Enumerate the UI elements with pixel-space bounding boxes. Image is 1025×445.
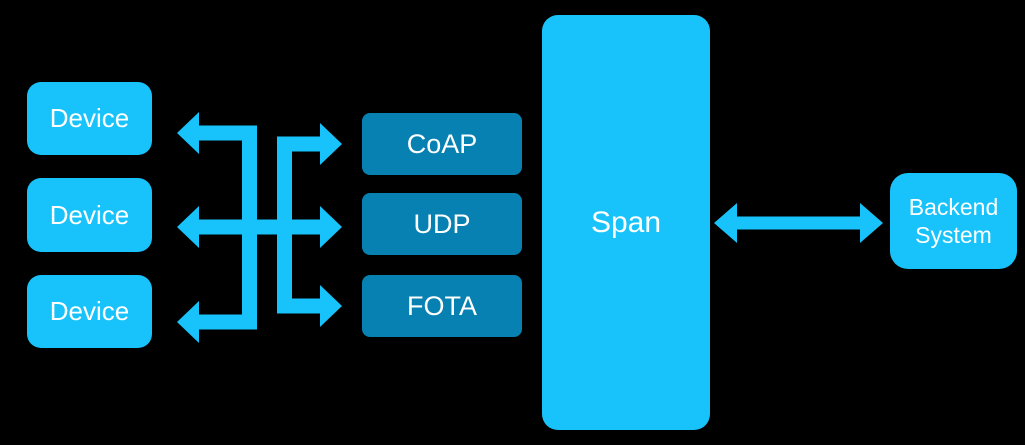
span-label: Span	[590, 205, 662, 239]
backend-system-label: Backend System	[908, 194, 999, 248]
protocol-label: UDP	[413, 208, 471, 239]
device-label: Device	[49, 103, 130, 133]
protocol-label: CoAP	[406, 128, 478, 159]
protocol-node-coap: CoAP	[362, 113, 522, 175]
span-node: Span	[542, 15, 710, 430]
device-node-2: Device	[27, 178, 152, 252]
device-label: Device	[49, 296, 130, 326]
backend-system-node: Backend System	[890, 173, 1017, 269]
device-label: Device	[49, 199, 130, 230]
protocol-node-udp: UDP	[362, 193, 522, 255]
protocol-label: FOTA	[407, 290, 477, 321]
span-backend-arrow	[714, 203, 883, 243]
device-node-1: Device	[27, 82, 152, 155]
crossbar-arrows	[177, 112, 342, 343]
protocol-node-fota: FOTA	[362, 275, 522, 337]
device-node-3: Device	[27, 275, 152, 348]
